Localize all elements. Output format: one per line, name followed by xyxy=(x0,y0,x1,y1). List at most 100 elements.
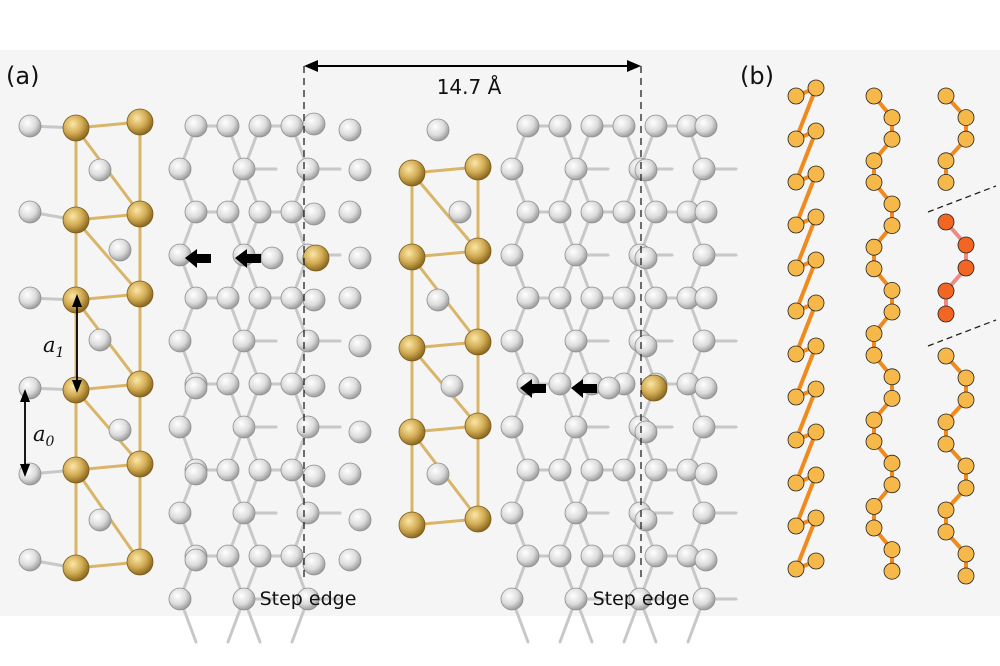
si-atom xyxy=(644,200,668,224)
chain-b-atom xyxy=(883,109,901,126)
au-atom xyxy=(464,505,492,533)
si-atom xyxy=(280,200,304,224)
au-atom xyxy=(126,370,154,398)
chain-a-atom xyxy=(787,560,805,578)
si-atom xyxy=(448,200,472,224)
chain-a-atom xyxy=(787,302,805,320)
si-atom xyxy=(296,157,320,181)
chain-c-bottom-atom xyxy=(957,391,975,409)
si-atom xyxy=(296,415,320,439)
chain-c-bottom-atom xyxy=(937,501,955,519)
si-atom xyxy=(634,420,658,444)
chain-a-bond xyxy=(794,215,818,270)
chain-b-atom xyxy=(883,389,901,407)
si-atom xyxy=(232,501,256,525)
si-atom xyxy=(516,114,540,138)
chain-b-atom xyxy=(883,195,901,213)
si-atom xyxy=(580,544,604,568)
si-atom xyxy=(168,415,192,439)
si-atom xyxy=(564,329,588,353)
si-atom xyxy=(280,372,304,396)
si-atom xyxy=(216,372,240,396)
au-atom xyxy=(126,548,154,576)
chain-a-bond xyxy=(794,86,818,141)
chain-a-atom xyxy=(787,130,805,148)
si-atom xyxy=(302,202,326,226)
si-atom xyxy=(580,200,604,224)
chain-c-bottom-atom xyxy=(937,523,955,541)
si-atom xyxy=(426,288,450,312)
si-atom xyxy=(634,158,658,182)
si-atom xyxy=(580,458,604,482)
si-atom xyxy=(108,418,132,442)
si-atom xyxy=(348,420,372,444)
si-atom xyxy=(500,243,524,267)
chain-b-atom xyxy=(865,87,883,105)
si-atom xyxy=(280,286,304,310)
si-atom xyxy=(18,286,42,310)
si-atom xyxy=(108,238,132,262)
step-edge-label-left: Step edge xyxy=(260,588,357,610)
si-atom xyxy=(694,200,718,224)
chain-b-atom xyxy=(865,433,883,451)
au-atom xyxy=(62,554,90,582)
si-atom xyxy=(216,200,240,224)
chain-a-atom xyxy=(807,552,825,570)
chain-c-top-atom xyxy=(957,109,975,126)
left-arrow-icon xyxy=(520,379,546,398)
si-atom xyxy=(426,118,450,142)
si-atom xyxy=(612,544,636,568)
chain-a-atom xyxy=(787,87,805,105)
chain-a-bond xyxy=(794,430,818,485)
si-atom xyxy=(18,548,42,572)
si-atom xyxy=(692,501,716,525)
si-atom xyxy=(644,544,668,568)
si-atom xyxy=(168,501,192,525)
si-atom xyxy=(184,114,208,138)
chain-c-defect-atom xyxy=(937,305,955,323)
chain-c-bottom-atom xyxy=(957,479,975,497)
chain-b-atom xyxy=(883,368,901,386)
chain-b-atom xyxy=(865,346,883,364)
chain-a-atom xyxy=(807,509,825,527)
au-atom xyxy=(126,280,154,308)
si-atom xyxy=(612,286,636,310)
si-atom xyxy=(232,415,256,439)
au-atom xyxy=(464,153,492,181)
chain-a-bond xyxy=(794,258,818,313)
au-atom xyxy=(398,418,426,446)
si-atom xyxy=(692,415,716,439)
si-atom xyxy=(248,458,272,482)
au-atom xyxy=(464,328,492,356)
si-atom xyxy=(302,464,326,488)
left-arrow-icon xyxy=(185,249,211,268)
si-atom xyxy=(564,587,588,611)
chain-b-atom xyxy=(883,562,901,580)
au-atom xyxy=(126,200,154,228)
si-atom xyxy=(248,200,272,224)
si-atom xyxy=(500,501,524,525)
si-atom xyxy=(338,548,362,572)
chain-a-atom xyxy=(807,251,825,269)
chain-b-atom xyxy=(865,325,883,343)
si-atom xyxy=(348,246,372,270)
si-atom xyxy=(296,329,320,353)
chain-c-top-atom xyxy=(957,130,975,148)
a0-label: a0 xyxy=(33,422,55,450)
au-bond xyxy=(74,388,142,466)
si-atom xyxy=(580,286,604,310)
spacing-label: 14.7 Å xyxy=(437,75,502,99)
chain-c-defect-atom xyxy=(937,282,955,300)
si-atom xyxy=(184,286,208,310)
left-arrow-icon xyxy=(235,249,261,268)
si-atom xyxy=(548,458,572,482)
chain-c-top-atom xyxy=(937,173,955,191)
si-atom xyxy=(694,548,718,572)
chain-a-atom xyxy=(807,423,825,441)
chain-a-atom xyxy=(787,517,805,535)
chain-a-atom xyxy=(787,388,805,406)
chain-a-atom xyxy=(807,294,825,312)
si-atom xyxy=(232,329,256,353)
si-atom xyxy=(280,458,304,482)
